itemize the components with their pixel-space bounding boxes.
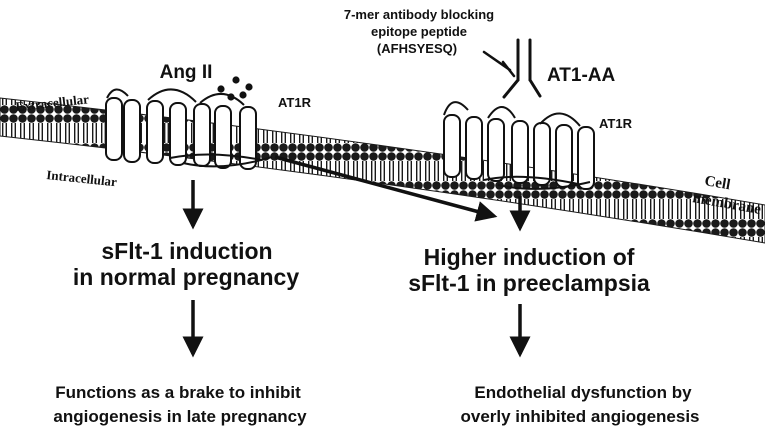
cell-label: Cell — [703, 173, 731, 193]
intracellular-label: Intracellular — [46, 167, 118, 189]
ang-ii-label: Ang II — [160, 62, 213, 83]
at1r-right-label: AT1R — [599, 116, 633, 131]
normal-induction-line2: in normal pregnancy — [73, 264, 299, 290]
at1-aa-label: AT1-AA — [547, 65, 616, 86]
preeclampsia-outcome-line2: overly inhibited angiogenesis — [461, 407, 700, 426]
normal-outcome-line2: angiogenesis in late pregnancy — [53, 407, 307, 426]
blocking-peptide-inhibitor — [484, 52, 514, 76]
peptide-label-line1: 7-mer antibody blocking — [344, 7, 494, 22]
preeclampsia-induction-line2: sFlt-1 in preeclampsia — [408, 270, 650, 296]
preeclampsia-induction-line1: Higher induction of — [424, 244, 635, 270]
peptide-label-line2: epitope peptide — [371, 24, 467, 39]
preeclampsia-outcome-line1: Endothelial dysfunction by — [474, 383, 692, 402]
at1r-left-label: AT1R — [278, 95, 312, 110]
normal-induction-line1: sFlt-1 induction — [101, 238, 272, 264]
normal-outcome-line1: Functions as a brake to inhibit — [55, 383, 301, 402]
peptide-label-line3: (AFHSYESQ) — [377, 41, 457, 56]
at1r-receptor-right — [444, 102, 594, 189]
